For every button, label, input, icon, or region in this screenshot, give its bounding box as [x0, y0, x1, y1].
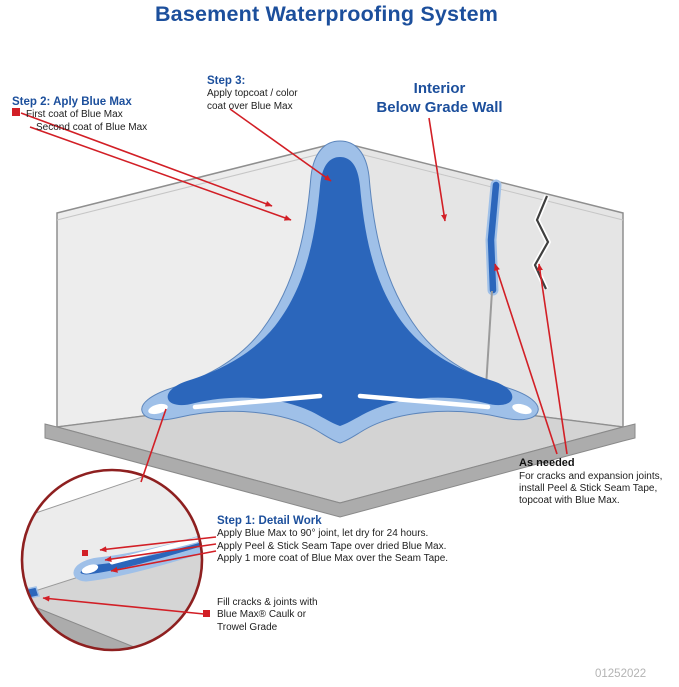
fill-cracks-label: Fill cracks & joints with Blue Max® Caul…: [217, 597, 325, 634]
zoom-pointer-marker: [82, 550, 88, 556]
callout-detail-1: [99, 536, 217, 553]
callout-detail-2: [104, 543, 217, 563]
as-needed-heading: As needed: [519, 457, 575, 469]
callout-topcoat: [229, 108, 332, 182]
zoom-seam-tape: [109, 537, 199, 565]
left-wall-top-edge: [56, 148, 341, 221]
step1-line3: Apply 1 more coat of Blue Max over the S…: [217, 553, 449, 565]
interior-wall-label: Interior Below Grade Wall: [357, 80, 522, 118]
blue-max-coating: [141, 140, 539, 444]
magnifier-contents: [22, 470, 202, 650]
tape-end-right: [512, 403, 532, 415]
callout-seam-tape-strip: [494, 263, 558, 455]
date-watermark: 01252022: [595, 668, 647, 680]
step1-line2: Apply Peel & Stick Seam Tape over dried …: [217, 540, 447, 552]
callout-interior-wall: [428, 117, 447, 222]
seam-tape-right: [357, 393, 491, 410]
magnifier-ring: [20, 468, 204, 652]
step1-line1: Apply Blue Max to 90° joint, let dry for…: [217, 528, 429, 540]
detail-magnifier: [20, 468, 204, 652]
step2-line1: First coat of Blue Max: [26, 109, 123, 121]
callout-first-coat: [20, 112, 273, 207]
callout-second-coat: [29, 126, 292, 221]
zoom-tape-end: [81, 564, 99, 574]
step2-label: Step 2: Aply Blue Max First coat of Blue…: [12, 95, 147, 134]
crack-zigzag: [533, 195, 550, 290]
seam-tape-left: [192, 393, 323, 410]
slab-front-edge: [44, 423, 636, 518]
second-coat-blue-max: [167, 157, 513, 426]
interior-line2: Below Grade Wall: [376, 98, 503, 116]
as-needed-body: For cracks and expansion joints, install…: [519, 470, 663, 507]
step1-heading: Step 1: Detail Work: [217, 515, 322, 527]
step2-line2: Second coat of Blue Max: [36, 121, 148, 133]
callout-detail-3: [110, 550, 217, 573]
step3-body: Apply topcoat / color coat over Blue Max: [207, 88, 298, 112]
page-title: Basement Waterproofing System: [154, 2, 499, 26]
interior-line1: Interior: [413, 80, 466, 97]
tape-end-left: [148, 403, 168, 415]
right-wall-top-edge: [339, 148, 624, 221]
callout-lines: [20, 108, 568, 615]
fill-cracks-marker: [203, 610, 210, 617]
callout-fill-cracks: [42, 595, 205, 615]
callout-crack: [536, 263, 568, 455]
step3-label: Step 3: Apply topcoat / color coat over …: [207, 74, 319, 113]
step2-heading: Step 2: Aply Blue Max: [12, 96, 132, 108]
step2-marker: [12, 108, 20, 116]
step1-label: Step 1: Detail Work Apply Blue Max to 90…: [217, 514, 448, 565]
seam-tape-strip: [487, 181, 500, 294]
as-needed-label: As needed For cracks and expansion joint…: [519, 457, 671, 508]
magnifier-leader-line: [140, 408, 167, 483]
step3-heading: Step 3:: [207, 75, 246, 87]
fill-cracks-body: Fill cracks & joints with Blue Max® Caul…: [217, 597, 318, 633]
